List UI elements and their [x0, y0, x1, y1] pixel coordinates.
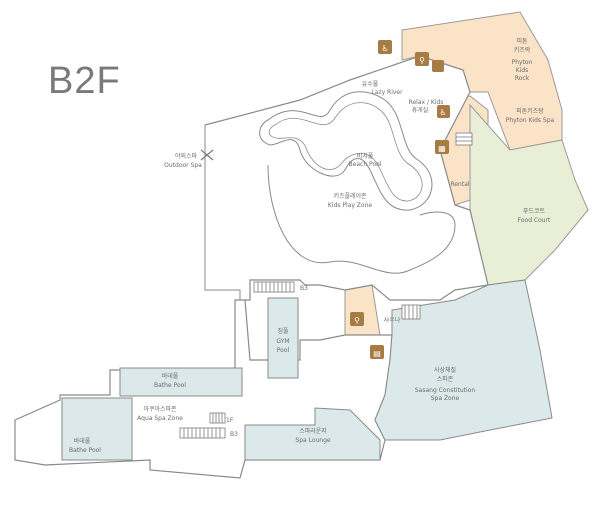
rental-label: Rental — [450, 181, 469, 188]
svg-text:♿: ♿ — [439, 108, 446, 117]
phyton-rock-ko1: 피톤 — [516, 37, 528, 45]
restroom-icon: ⚲ — [350, 312, 364, 326]
beach-pool-label-ko: 비치풀 — [357, 152, 374, 160]
sauna-label: 사우나 — [384, 316, 401, 324]
kids-play-boundary — [267, 164, 456, 274]
floor-label: B2F — [48, 60, 121, 102]
phyton-rock-en3: Rock — [515, 75, 530, 82]
zone-gym-pool — [267, 297, 299, 379]
bathe-pool-lower-en: Bathe Pool — [69, 447, 101, 454]
restroom-icon: ⚲ — [415, 52, 429, 66]
zone-sauna-patch — [344, 284, 381, 336]
spa-lounge-ko: 스파라운지 — [299, 427, 327, 435]
phyton-spa-en: Phyton Kids Spa — [506, 117, 555, 124]
food-court-ko: 푸드코트 — [523, 208, 546, 215]
aqua-spa-en: Aqua Spa Zone — [137, 415, 183, 422]
sasang-en1: Sasang Constitution — [415, 387, 475, 394]
elevator-icon: ▤ — [370, 345, 384, 359]
svg-text:▦: ▦ — [438, 144, 446, 153]
sasang-ko2: 스파존 — [437, 375, 454, 383]
zone-bathe-pool-upper — [119, 367, 243, 397]
stair-marker-b3-lower: B3 — [230, 431, 238, 438]
aqua-spa-ko: 아쿠아스파존 — [143, 405, 177, 413]
outdoor-spa-label-ko: 야외스파 — [175, 152, 198, 160]
zone-bathe-pool-lower — [61, 397, 133, 461]
stair-marker-1f: 1F — [226, 417, 234, 424]
zone-spa-lounge — [244, 407, 381, 461]
outdoor-spa-label-en: Outdoor Spa — [164, 162, 202, 169]
stair-marker-b3-upper: B3 — [300, 285, 308, 292]
zone-sasang-spa — [374, 279, 553, 441]
bathe-pool-upper-en: Bathe Pool — [154, 382, 186, 389]
phyton-rock-en1: Phyton — [512, 59, 533, 66]
lazy-river-label-ko: 유수풀 — [362, 81, 379, 88]
locker-icon: ▦ — [435, 140, 449, 154]
phyton-rock-en2: Kids — [516, 67, 529, 74]
gym-pool-en2: Pool — [277, 347, 290, 354]
gym-pool-ko: 짐풀 — [277, 328, 289, 335]
sasang-ko1: 사상체질 — [434, 366, 456, 374]
lazy-river-inner — [268, 102, 423, 202]
beach-pool-label-en: Beach Pool — [349, 161, 382, 168]
outdoor-spa-marker — [200, 149, 214, 161]
phyton-spa-ko: 피톤키즈탕 — [516, 107, 544, 115]
sasang-en2: Spa Zone — [431, 395, 460, 402]
svg-text:⚲: ⚲ — [419, 56, 425, 65]
food-court-en: Food Court — [518, 217, 551, 224]
spa-lounge-en: Spa Lounge — [295, 437, 331, 444]
relax-label-en: Relax / Kids — [409, 99, 444, 106]
relax-label-ko: 휴게실 — [412, 106, 429, 114]
wheelchair-icon: ♿ — [437, 105, 450, 118]
kids-play-label-ko: 키즈플레이존 — [333, 192, 367, 200]
restroom-icon: ♿ — [378, 40, 392, 54]
kids-play-label-en: Kids Play Zone — [328, 202, 372, 209]
gym-pool-en1: GYM — [276, 338, 289, 345]
bathe-pool-upper-ko: 바데풀 — [162, 372, 179, 380]
vending-icon — [432, 60, 444, 72]
phyton-rock-ko2: 키즈락 — [514, 46, 531, 54]
lazy-river-label-en: Lazy River — [371, 89, 403, 96]
svg-text:⚲: ⚲ — [354, 316, 360, 325]
svg-text:▤: ▤ — [373, 349, 381, 358]
svg-text:♿: ♿ — [381, 44, 388, 53]
stairs — [179, 132, 473, 439]
bathe-pool-lower-ko: 바데풀 — [74, 437, 91, 445]
